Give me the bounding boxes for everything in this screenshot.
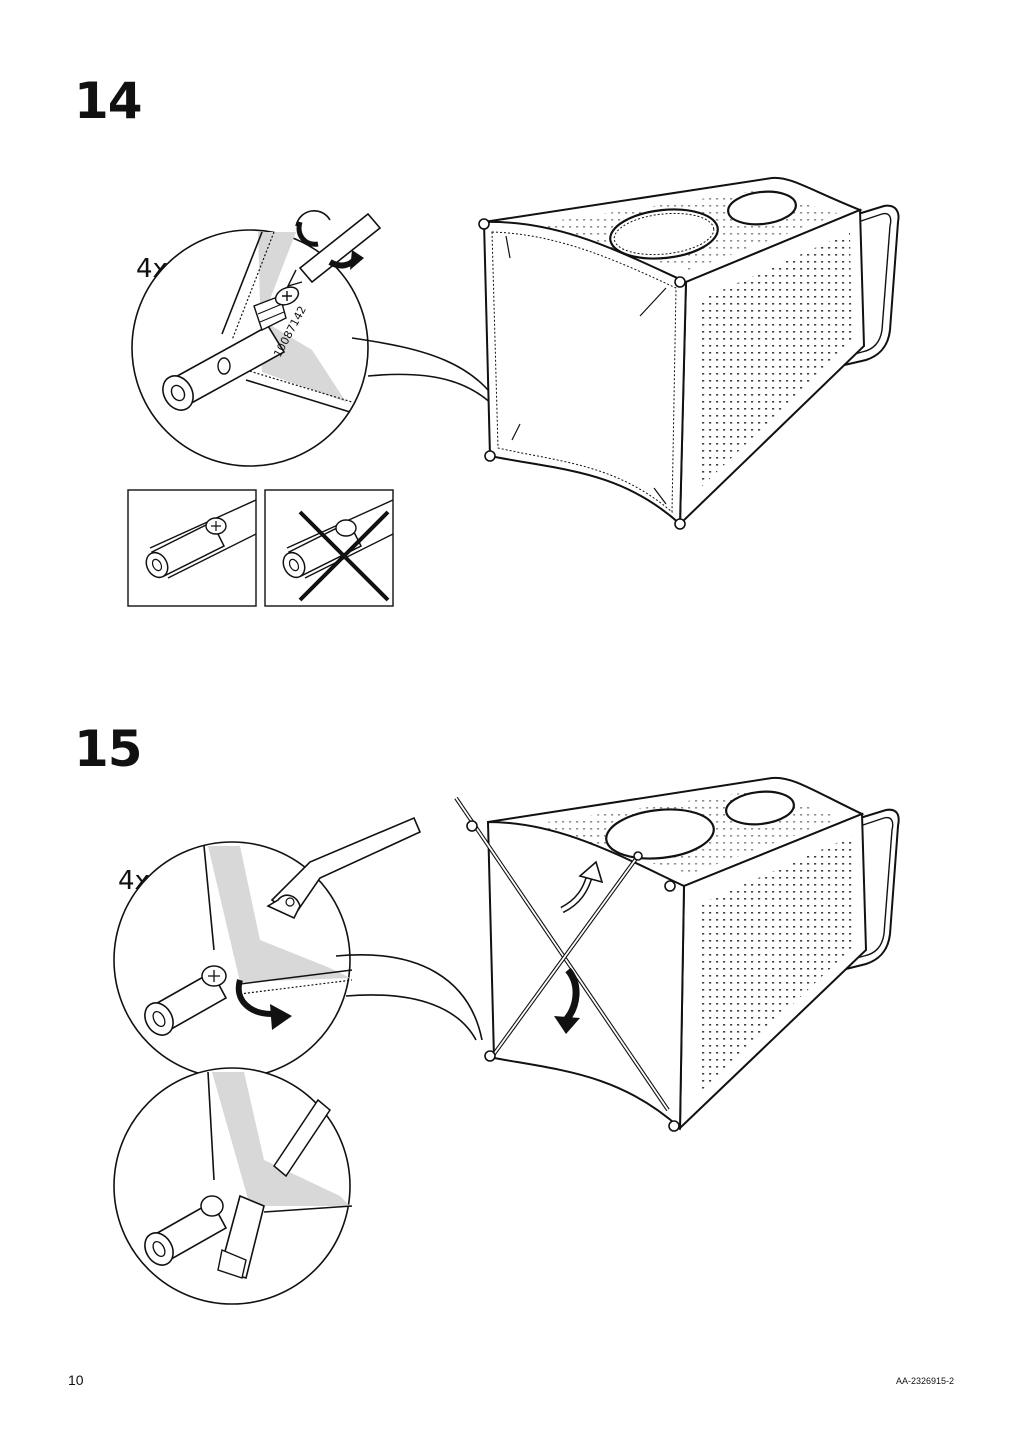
incorrect-example-box [264, 489, 394, 607]
step-14-number: 14 [74, 72, 143, 130]
screwdriver-icon [286, 210, 382, 288]
rotate-up-arrow-icon [560, 860, 604, 914]
step-15-storage-box [454, 776, 900, 1132]
screw-icon [253, 286, 300, 331]
step-15-number: 15 [74, 720, 143, 778]
step-15-detail-circle-bottom [113, 1067, 353, 1305]
page-number: 10 [68, 1372, 84, 1388]
step-14-storage-box [478, 176, 900, 530]
step-14-detail-circle: 10087142 [131, 229, 509, 467]
document-code: AA-2326915-2 [896, 1376, 955, 1386]
cross-out-icon [298, 510, 390, 602]
rotate-down-arrow-icon [554, 967, 580, 1034]
rotate-arrow-icon [296, 221, 364, 270]
hook-rod [266, 816, 422, 920]
correct-example-box [127, 489, 257, 607]
curved-arrow-icon [235, 979, 292, 1030]
